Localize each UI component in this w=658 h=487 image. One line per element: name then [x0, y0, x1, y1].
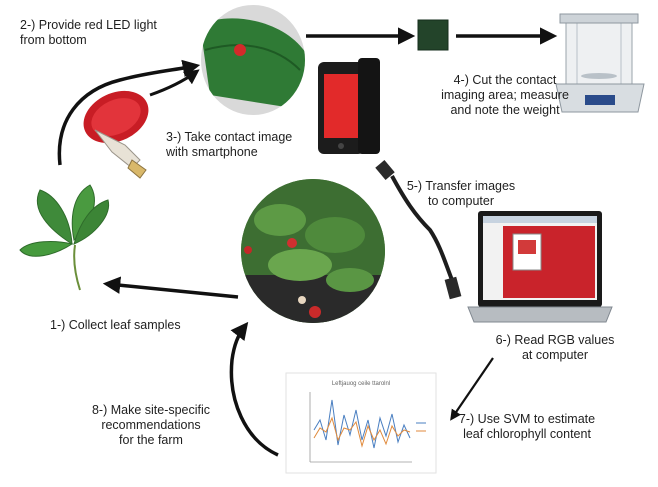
flow-arrows: [57, 27, 558, 457]
step-4-label: 4-) Cut the contact imaging area; measur…: [441, 73, 569, 117]
step-5-label: 5-) Transfer images to computer: [406, 179, 516, 208]
arrow-step1-to-step2: [57, 59, 201, 166]
step-8-label: 8-) Make site-specific recommendations f…: [91, 403, 211, 447]
arrow-laptop-to-chart: [450, 357, 494, 421]
arrow-chart-to-field: [229, 321, 279, 457]
smartphone-icon: [318, 58, 380, 154]
bulb-to-image-arrow: [149, 69, 200, 97]
leaf-sample-square-icon: [417, 19, 449, 51]
step-1-label: 1-) Collect leaf samples: [50, 318, 181, 332]
leaf-contact-image-icon: [201, 5, 305, 115]
strawberry-field-photo-icon: [241, 179, 385, 323]
strawberry-leaf-icon: [19, 184, 110, 291]
svm-line-chart-icon: [285, 372, 437, 474]
usb-cable-icon: [375, 160, 462, 300]
step-3-label: 3-) Take contact image with smartphone: [166, 130, 293, 159]
step-6-label: 6-) Read RGB values at computer: [495, 333, 615, 362]
step-7-label: 7-) Use SVM to estimate leaf chlorophyll…: [458, 412, 596, 441]
analytical-balance-icon: [555, 13, 645, 113]
arrow-field-to-leaf: [102, 276, 239, 299]
chart-title: Leftjauog ceile ttarolnl: [332, 381, 390, 387]
step-2-label: 2-) Provide red LED light from bottom: [20, 18, 157, 47]
laptop-icon: [467, 211, 613, 323]
red-led-bulb-icon: [83, 90, 149, 179]
